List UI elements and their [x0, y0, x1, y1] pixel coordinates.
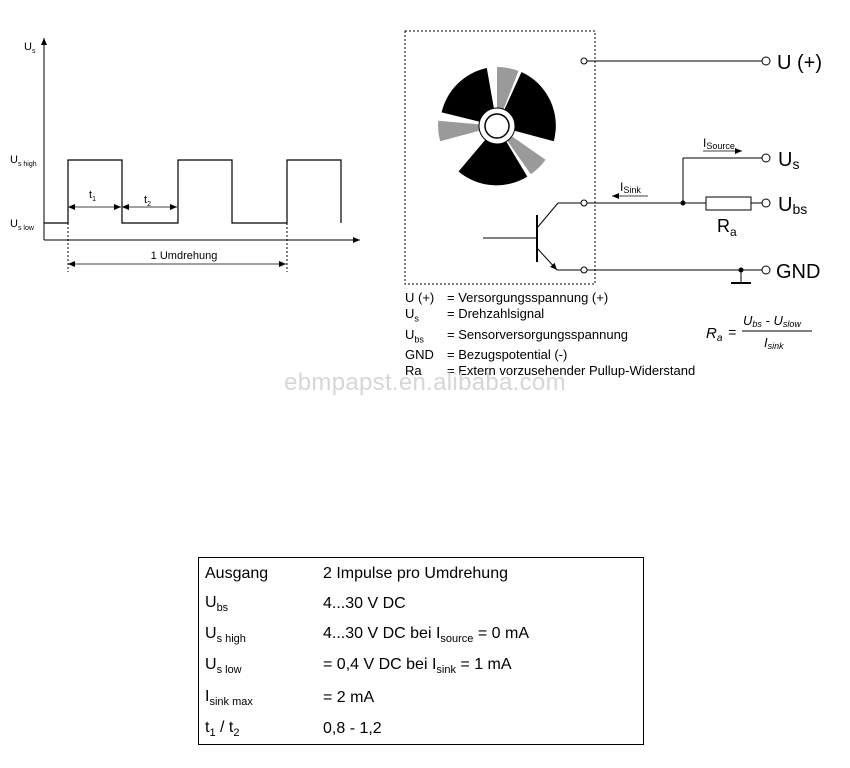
- table-row: t1 / t2 0,8 - 1,2: [205, 718, 382, 739]
- transistor-symbol: [483, 202, 581, 271]
- fan-icon: [438, 66, 556, 186]
- legend-row: Ubs= Sensorversorgungsspannung: [405, 326, 629, 345]
- svg-text:Ubs - Uslow: Ubs - Uslow: [743, 313, 801, 329]
- terminal-gnd: [761, 265, 771, 275]
- table-row: Ausgang 2 Impulse pro Umdrehung: [205, 564, 508, 582]
- signal-waveform: [44, 159, 342, 224]
- watermark: ebmpapst.en.alibaba.com: [284, 369, 566, 396]
- node-emitter: [580, 266, 588, 274]
- timing-diagram: Us Us high Us low t1 t2 1 Umdrehung: [10, 38, 360, 272]
- terminal-uplus-label: U (+): [777, 52, 822, 74]
- legend-row: GND= Bezugspotential (-): [405, 347, 568, 363]
- resistor-label: Ra: [717, 216, 737, 239]
- revolution-label: 1 Umdrehung: [151, 250, 218, 262]
- isource-label: ISource: [703, 136, 735, 151]
- terminal-ubs: [761, 198, 771, 208]
- table-row: Isink max = 2 mA: [205, 687, 375, 708]
- low-level-label: Us low: [10, 218, 35, 232]
- terminal-uplus: [761, 56, 771, 66]
- terminal-us: [761, 153, 771, 163]
- isink-label: ISink: [620, 180, 641, 195]
- table-row: Us high 4...30 V DC bei Isource = 0 mA: [205, 625, 529, 646]
- fan-housing-boundary: [404, 30, 596, 285]
- resistor-ra: [705, 196, 752, 211]
- t1-label: t1: [89, 189, 96, 203]
- table-row: Us low = 0,4 V DC bei Isink = 1 mA: [205, 656, 512, 677]
- specifications-table: Ausgang 2 Impulse pro Umdrehung Ubs 4...…: [198, 557, 644, 745]
- high-level-label: Us high: [10, 154, 37, 168]
- ra-formula: Ra = Ubs - Uslow Isink: [706, 313, 812, 351]
- node-collector: [580, 199, 588, 207]
- symbol-legend: U (+)= Versorgungsspannung (+) Us= Drehz…: [405, 290, 695, 379]
- terminal-ubs-label: Ubs: [778, 194, 807, 217]
- terminal-gnd-label: GND: [776, 261, 820, 283]
- y-axis-label: Us: [24, 41, 36, 55]
- legend-row: U (+)= Versorgungsspannung (+): [405, 290, 609, 305]
- node-uplus-internal: [580, 57, 588, 65]
- legend-row: Us= Drehzahlsignal: [405, 306, 545, 324]
- circuit-diagram: U (+) ISink ISource Us Ra Ubs: [404, 30, 822, 351]
- terminal-us-label: Us: [778, 149, 799, 172]
- t2-label: t2: [144, 194, 151, 208]
- table-row: Ubs 4...30 V DC: [205, 594, 406, 615]
- legend-row: Ra= Extern vorzusehender Pullup-Widersta…: [405, 363, 696, 379]
- svg-text:Isink: Isink: [764, 335, 784, 351]
- svg-text:Ra: Ra: [706, 325, 723, 344]
- svg-text:=: =: [728, 324, 736, 340]
